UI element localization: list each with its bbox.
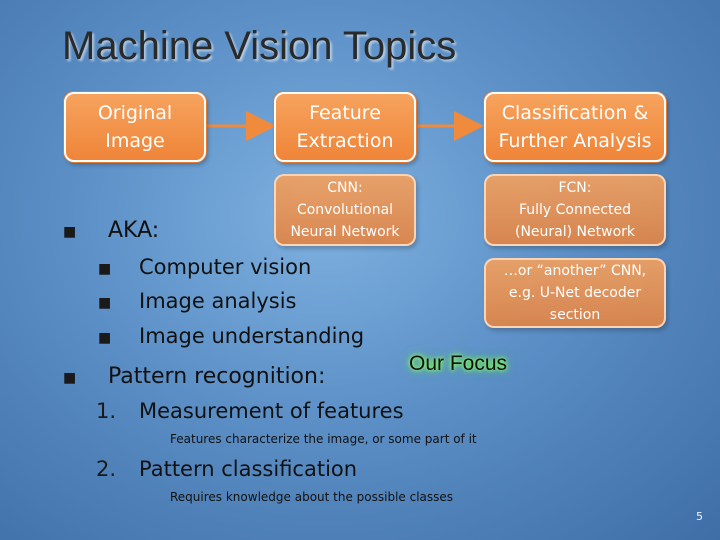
page-number: 5 — [696, 510, 703, 523]
step-text: Pattern classification — [139, 457, 358, 481]
classification-box: Classification & Further Analysis — [484, 92, 666, 162]
aka-item: Image understanding — [139, 324, 365, 348]
fcn-box: FCN: Fully Connected (Neural) Network — [484, 174, 666, 246]
our-focus-label: Our Focus — [409, 352, 508, 375]
step-note: Requires knowledge about the possible cl… — [170, 490, 454, 504]
cnn-box: CNN: Convolutional Neural Network — [274, 174, 416, 246]
pattern-label: Pattern recognition: — [108, 364, 326, 389]
step-number: 1. — [96, 399, 117, 423]
aka-item: Computer vision — [139, 255, 312, 279]
feature-extraction-box: Feature Extraction — [274, 92, 416, 162]
bullet-icon: ■ — [98, 261, 112, 277]
bullet-icon: ■ — [98, 330, 112, 346]
bullet-icon: ■ — [98, 295, 112, 311]
slide-title: Machine Vision Topics — [62, 24, 457, 68]
bullet-icon: ■ — [63, 224, 77, 240]
step-number: 2. — [96, 457, 117, 481]
unet-box: …or “another” CNN, e.g. U-Net decoder se… — [484, 258, 666, 328]
bullet-icon: ■ — [63, 370, 77, 386]
aka-label: AKA: — [108, 218, 160, 243]
original-image-box: Original Image — [64, 92, 206, 162]
step-note: Features characterize the image, or some… — [170, 432, 477, 446]
step-text: Measurement of features — [139, 399, 404, 423]
aka-item: Image analysis — [139, 289, 297, 313]
